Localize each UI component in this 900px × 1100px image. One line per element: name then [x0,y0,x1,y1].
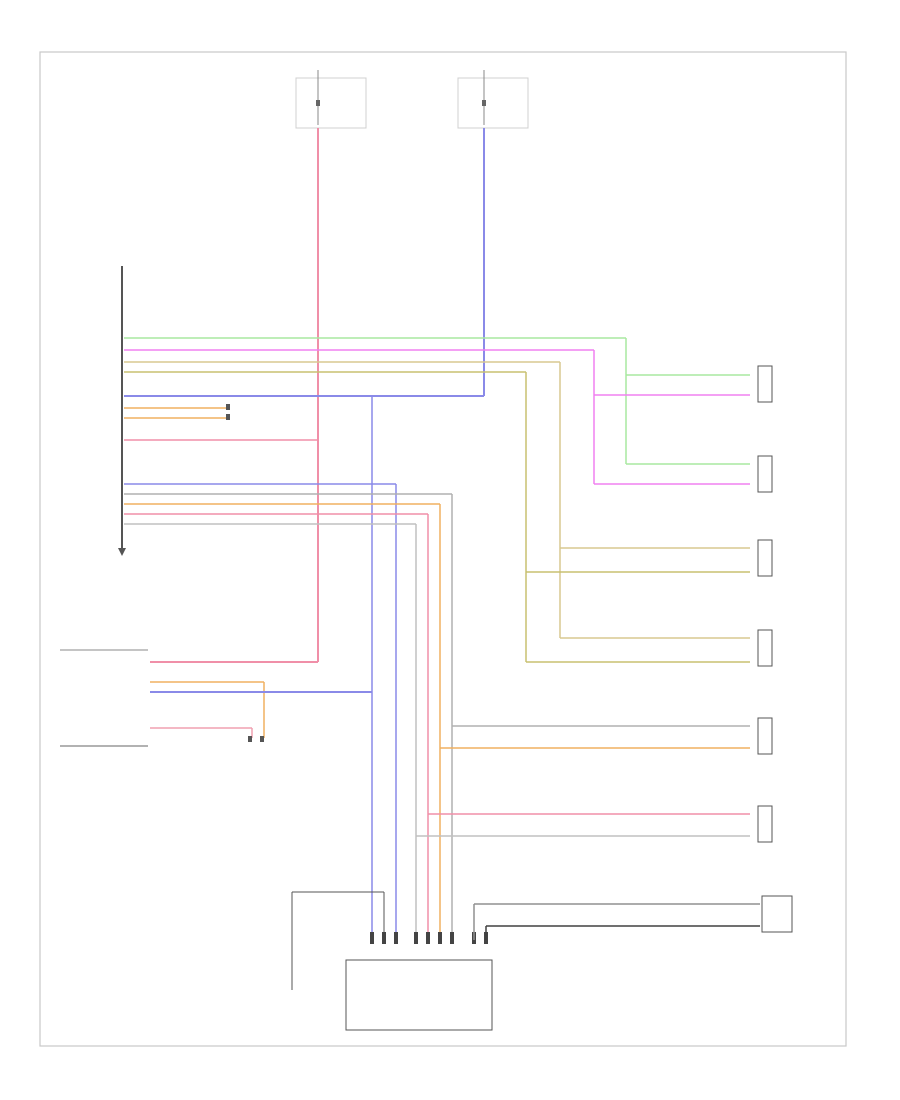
subwoofer-unit-box [345,959,493,1031]
illumination-connector [226,404,264,742]
fuse-box-right [457,70,529,129]
speaker-front-right [757,539,773,577]
speaker-left-tweeter [757,717,773,755]
speaker-rear-left [757,455,773,493]
bottom-connectors [370,932,488,944]
subwoofer-speaker [761,895,793,933]
speaker-rear-right [757,629,773,667]
fuse-box-left [295,70,367,129]
speaker-right-tweeter [757,805,773,843]
diagram-frame [39,51,847,1047]
speaker-front-left [757,365,773,403]
